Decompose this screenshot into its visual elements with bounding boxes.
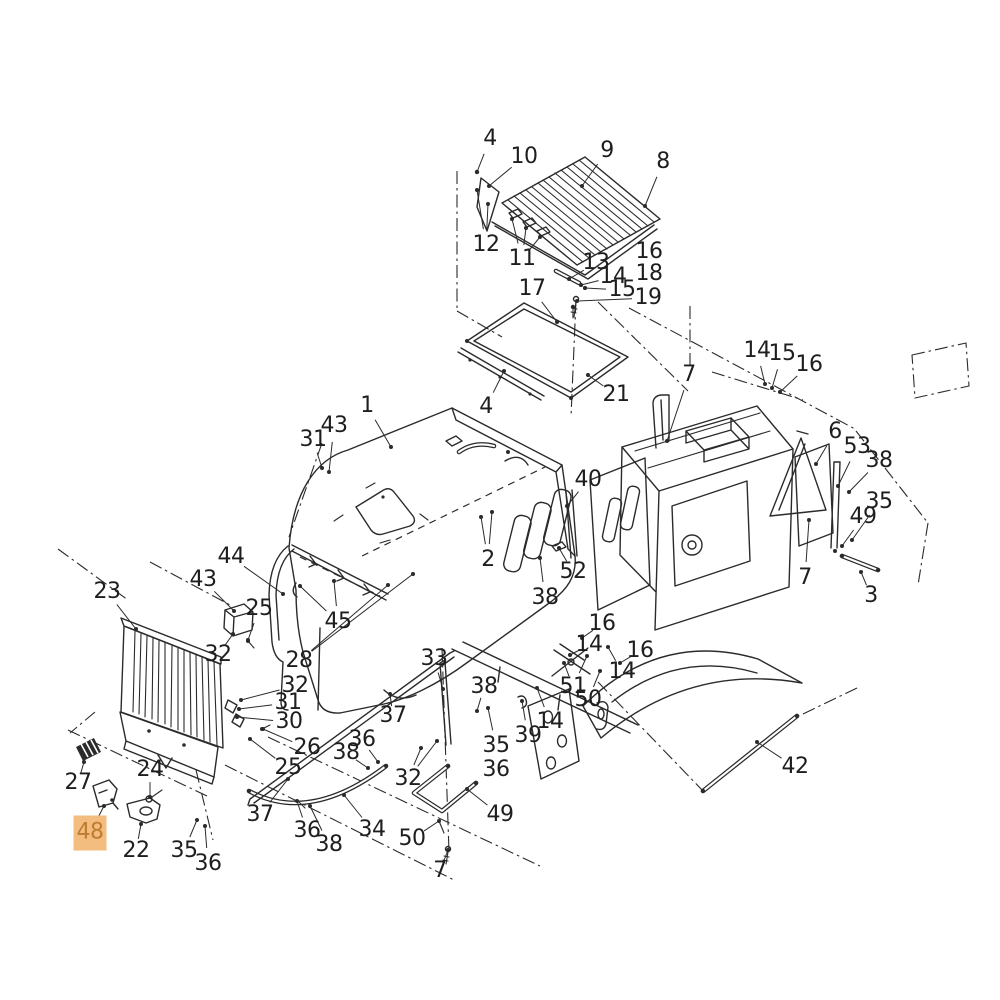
- part-callout-4[interactable]: 4: [479, 394, 493, 419]
- part-callout-14[interactable]: 14: [575, 632, 604, 657]
- part-callout-32[interactable]: 32: [281, 673, 310, 698]
- part-callout-11[interactable]: 11: [508, 246, 537, 271]
- part-callout-39[interactable]: 39: [514, 723, 543, 748]
- part-callout-31[interactable]: 31: [274, 690, 303, 715]
- part-callout-18[interactable]: 18: [635, 261, 664, 286]
- part-callout-34[interactable]: 34: [358, 817, 387, 842]
- part-callout-51[interactable]: 51: [559, 674, 588, 699]
- part-callout-52[interactable]: 52: [559, 559, 588, 584]
- part-callout-38[interactable]: 38: [470, 674, 499, 699]
- part-callout-14[interactable]: 14: [608, 659, 637, 684]
- top-grille-panel-art: [474, 156, 661, 318]
- part-callout-28[interactable]: 28: [285, 648, 314, 673]
- part-callout-16[interactable]: 16: [588, 611, 617, 636]
- part-callout-36[interactable]: 36: [482, 757, 511, 782]
- part-callout-37[interactable]: 37: [379, 703, 408, 728]
- aframe-and-rods-art: [700, 430, 881, 794]
- part-callout-38[interactable]: 38: [865, 448, 894, 473]
- part-callout-22[interactable]: 22: [122, 838, 151, 863]
- part-callout-37[interactable]: 37: [246, 802, 275, 827]
- part-callout-33[interactable]: 33: [420, 646, 449, 671]
- part-callout-17[interactable]: 17: [518, 276, 547, 301]
- part-callout-35[interactable]: 35: [482, 733, 511, 758]
- hood-art: [268, 407, 578, 714]
- part-callout-30[interactable]: 30: [275, 709, 304, 734]
- part-callout-36[interactable]: 36: [293, 818, 322, 843]
- front-grille-art: [76, 603, 271, 824]
- part-callout-40[interactable]: 40: [574, 467, 603, 492]
- part-callout-12[interactable]: 12: [472, 232, 501, 257]
- part-callout-38[interactable]: 38: [332, 740, 361, 765]
- part-callout-38[interactable]: 38: [315, 832, 344, 857]
- part-callout-8[interactable]: 8: [656, 149, 670, 174]
- part-callout-1[interactable]: 1: [360, 393, 374, 418]
- part-callout-31[interactable]: 31: [299, 427, 328, 452]
- part-callout-10[interactable]: 10: [510, 144, 539, 169]
- part-callout-25[interactable]: 25: [245, 596, 274, 621]
- part-callout-50[interactable]: 50: [574, 687, 603, 712]
- part-callout-23[interactable]: 23: [93, 579, 122, 604]
- leader-lines: [80, 153, 871, 862]
- part-callout-38[interactable]: 38: [531, 585, 560, 610]
- part-callout-7[interactable]: 7: [433, 858, 447, 883]
- part-callout-16[interactable]: 16: [626, 638, 655, 663]
- part-callout-49[interactable]: 49: [849, 504, 878, 529]
- part-callout-50[interactable]: 50: [398, 826, 427, 851]
- part-callout-14[interactable]: 14: [599, 264, 628, 289]
- part-callout-45[interactable]: 45: [324, 609, 353, 634]
- part-callout-6[interactable]: 6: [828, 419, 842, 444]
- part-callout-9[interactable]: 9: [600, 138, 614, 163]
- part-callout-2[interactable]: 2: [481, 547, 495, 572]
- bottom-parts-art: [246, 650, 479, 865]
- part-callout-35[interactable]: 35: [865, 489, 894, 514]
- part-callout-16[interactable]: 16: [795, 352, 824, 377]
- part-callout-15[interactable]: 15: [608, 277, 637, 302]
- part-callout-48[interactable]: 48: [73, 815, 107, 851]
- part-callout-35[interactable]: 35: [170, 838, 199, 863]
- part-callout-24[interactable]: 24: [136, 757, 165, 782]
- part-callout-3[interactable]: 3: [864, 583, 878, 608]
- part-callout-43[interactable]: 43: [189, 567, 218, 592]
- part-callout-14[interactable]: 14: [743, 338, 772, 363]
- part-callout-7[interactable]: 7: [798, 565, 812, 590]
- part-callout-4[interactable]: 4: [483, 126, 497, 151]
- part-callout-19[interactable]: 19: [634, 285, 663, 310]
- part-callout-36[interactable]: 36: [194, 851, 223, 876]
- part-callout-44[interactable]: 44: [217, 544, 246, 569]
- part-callout-43[interactable]: 43: [320, 413, 349, 438]
- part-callout-13[interactable]: 13: [582, 250, 611, 275]
- part-callout-42[interactable]: 42: [781, 754, 810, 779]
- part-callout-15[interactable]: 15: [768, 341, 797, 366]
- chassis-art: [451, 394, 834, 780]
- part-callout-14[interactable]: 14: [536, 709, 565, 734]
- part-callout-32[interactable]: 32: [394, 766, 423, 791]
- part-callout-36[interactable]: 36: [348, 727, 377, 752]
- part-callout-26[interactable]: 26: [293, 735, 322, 760]
- part-callout-7[interactable]: 7: [682, 362, 696, 387]
- part-callout-53[interactable]: 53: [843, 434, 872, 459]
- part-callout-16[interactable]: 16: [635, 239, 664, 264]
- phantom-lines: [57, 171, 970, 882]
- part-callout-49[interactable]: 49: [486, 802, 515, 827]
- part-callout-32[interactable]: 32: [204, 642, 233, 667]
- part-callout-25[interactable]: 25: [274, 755, 303, 780]
- part-callout-21[interactable]: 21: [602, 382, 631, 407]
- part-callout-27[interactable]: 27: [64, 770, 93, 795]
